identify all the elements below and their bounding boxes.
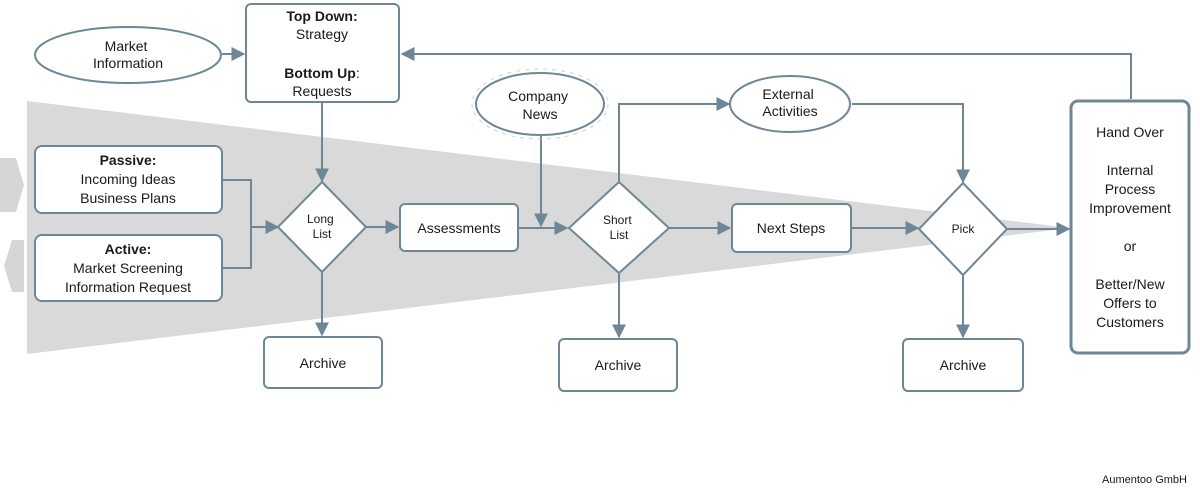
svg-text:Market Information: Market Information (93, 38, 163, 71)
archive-2-label: Archive (595, 357, 642, 373)
market-information-line-2: Information (93, 55, 163, 71)
passive-label: Passive: (100, 152, 157, 168)
connector-external-to-pick (852, 103, 970, 184)
next-steps-box: Next Steps (731, 203, 852, 253)
hand-over-line (1128, 219, 1132, 235)
assessments-box: Assessments (399, 203, 519, 252)
pick-node: Pick (917, 181, 1009, 277)
short-list-line-2: List (610, 228, 629, 242)
archive-3-label: Archive (940, 357, 987, 373)
bottom-up-colon: : (356, 65, 360, 81)
archive-box-1: Archive (263, 336, 383, 389)
long-list-line-2: List (313, 227, 332, 241)
active-box: Active: Market Screening Information Req… (34, 234, 223, 302)
archive-box-3: Archive (902, 338, 1024, 392)
market-information-line-1: Market (105, 38, 148, 54)
footer-credit: Aumentoo GmbH (1102, 474, 1187, 486)
connector-active-to-longlist (223, 227, 252, 269)
bottom-up-label-text: Bottom Up (284, 65, 356, 81)
svg-text:Short List: Short List (603, 213, 635, 242)
svg-text:Company News: Company News (508, 88, 572, 122)
bottom-up-label: Bottom Up: (284, 65, 359, 81)
connector-passive-to-longlist (223, 179, 252, 227)
external-activities-line-1: External (762, 86, 813, 102)
hand-over-line: Process (1105, 181, 1156, 197)
active-line-1: Market Screening (73, 260, 183, 276)
hand-over-line: Better/New (1095, 276, 1165, 292)
external-activities-line-2: Activities (762, 103, 817, 119)
top-down-value: Strategy (296, 26, 348, 42)
strategy-requests-box: Top Down: Strategy Bottom Up: Requests (245, 3, 400, 103)
outgoing-arrow-icon (4, 240, 24, 292)
company-news-line-2: News (522, 106, 557, 122)
assessments-label: Assessments (417, 220, 500, 236)
connector-handover-feedback (400, 47, 1132, 99)
long-list-line-1: Long (307, 212, 334, 226)
svg-text:External Activities: External Activities (762, 86, 817, 119)
hand-over-line (1128, 143, 1132, 159)
hand-over-line: Improvement (1089, 200, 1171, 216)
hand-over-line: or (1124, 238, 1137, 254)
connectors (222, 47, 1132, 339)
long-list-node: Long List (276, 180, 368, 274)
company-news-line-1: Company (508, 88, 568, 104)
incoming-arrow-icon (0, 158, 24, 212)
hand-over-line (1128, 257, 1132, 273)
market-information-node: Market Information (34, 26, 222, 84)
external-activities-node: External Activities (729, 75, 851, 133)
bottom-up-value: Requests (292, 83, 351, 99)
archive-1-label: Archive (300, 355, 347, 371)
hand-over-line: Offers to (1103, 295, 1157, 311)
top-down-label: Top Down: (286, 8, 357, 24)
passive-box: Passive: Incoming Ideas Business Plans (34, 145, 223, 214)
passive-line-1: Incoming Ideas (81, 171, 176, 187)
active-label: Active: (105, 241, 152, 257)
passive-line-2: Business Plans (80, 190, 176, 206)
short-list-node: Short List (567, 180, 671, 275)
pick-label: Pick (952, 222, 976, 236)
hand-over-line: Internal (1107, 162, 1154, 178)
svg-text:Long List: Long List (307, 212, 337, 241)
short-list-line-1: Short (603, 213, 632, 227)
company-news-node: Company News (471, 68, 609, 140)
hand-over-line: Customers (1096, 314, 1164, 330)
active-line-2: Information Request (65, 279, 191, 295)
hand-over-line: Hand Over (1096, 124, 1164, 140)
archive-box-2: Archive (558, 338, 678, 392)
connector-shortlist-to-external (618, 97, 731, 181)
next-steps-label: Next Steps (757, 220, 825, 236)
